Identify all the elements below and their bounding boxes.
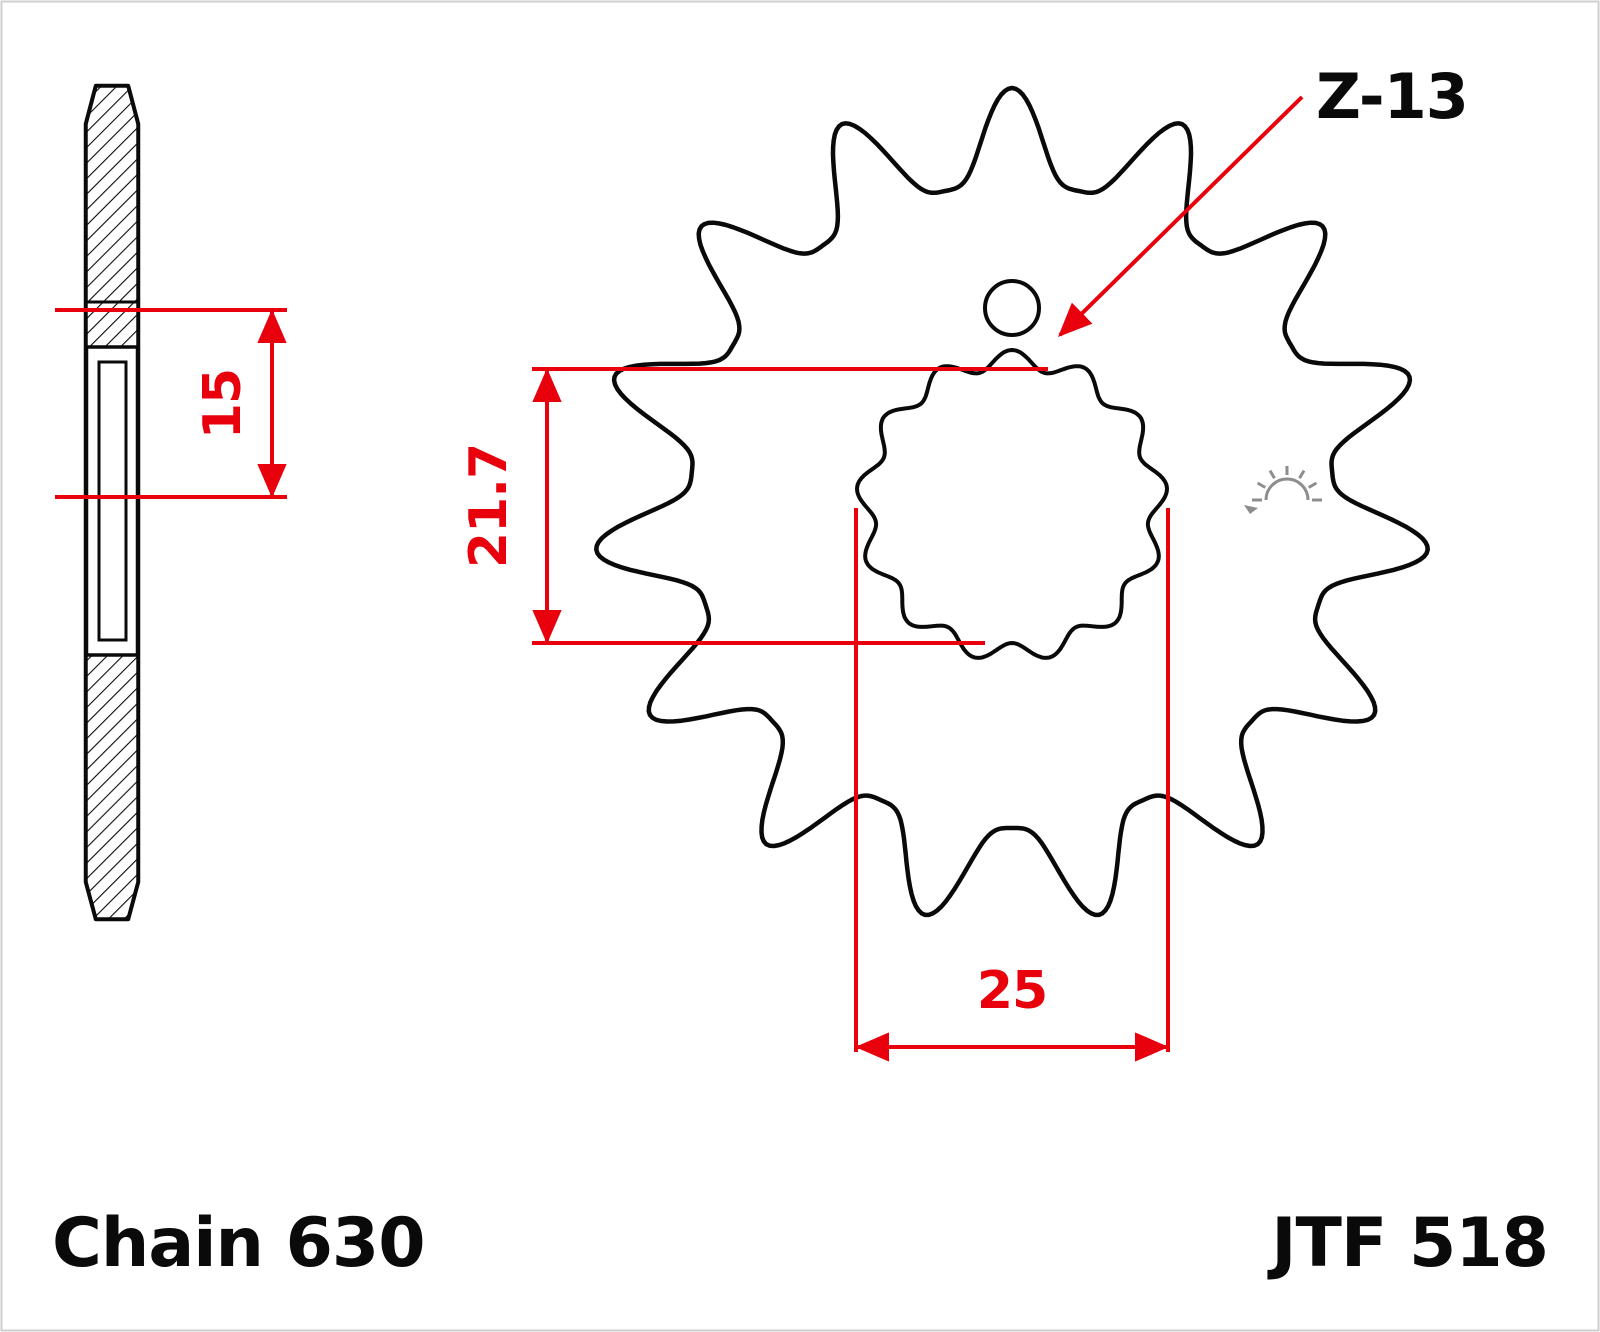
front-sprocket-view [594, 85, 1430, 918]
spline-major-dim-label: 25 [977, 961, 1047, 1021]
spline-minor-dim-label: 21.7 [459, 444, 519, 568]
part-number-label: JTF 518 [1267, 1204, 1548, 1283]
teeth-count-callout: Z-13 [1316, 60, 1468, 133]
upper-rim-hatched-section [84, 84, 140, 349]
lower-rim-hatched-section [84, 653, 140, 921]
sun-marking-icon [1244, 466, 1322, 514]
sun-marking-arrow [1244, 505, 1258, 514]
chain-size-label: Chain 630 [52, 1204, 425, 1283]
hub-bore-section [97, 360, 128, 642]
teeth-count-leader-line [1057, 95, 1304, 337]
side-section-view [83, 83, 141, 922]
spline-bore-path [854, 347, 1170, 660]
hub-offset-dim-label: 15 [193, 369, 253, 439]
dimension-annotations: 15 21.7 25 Z-13 [55, 60, 1469, 1062]
pin-hole [983, 279, 1041, 337]
